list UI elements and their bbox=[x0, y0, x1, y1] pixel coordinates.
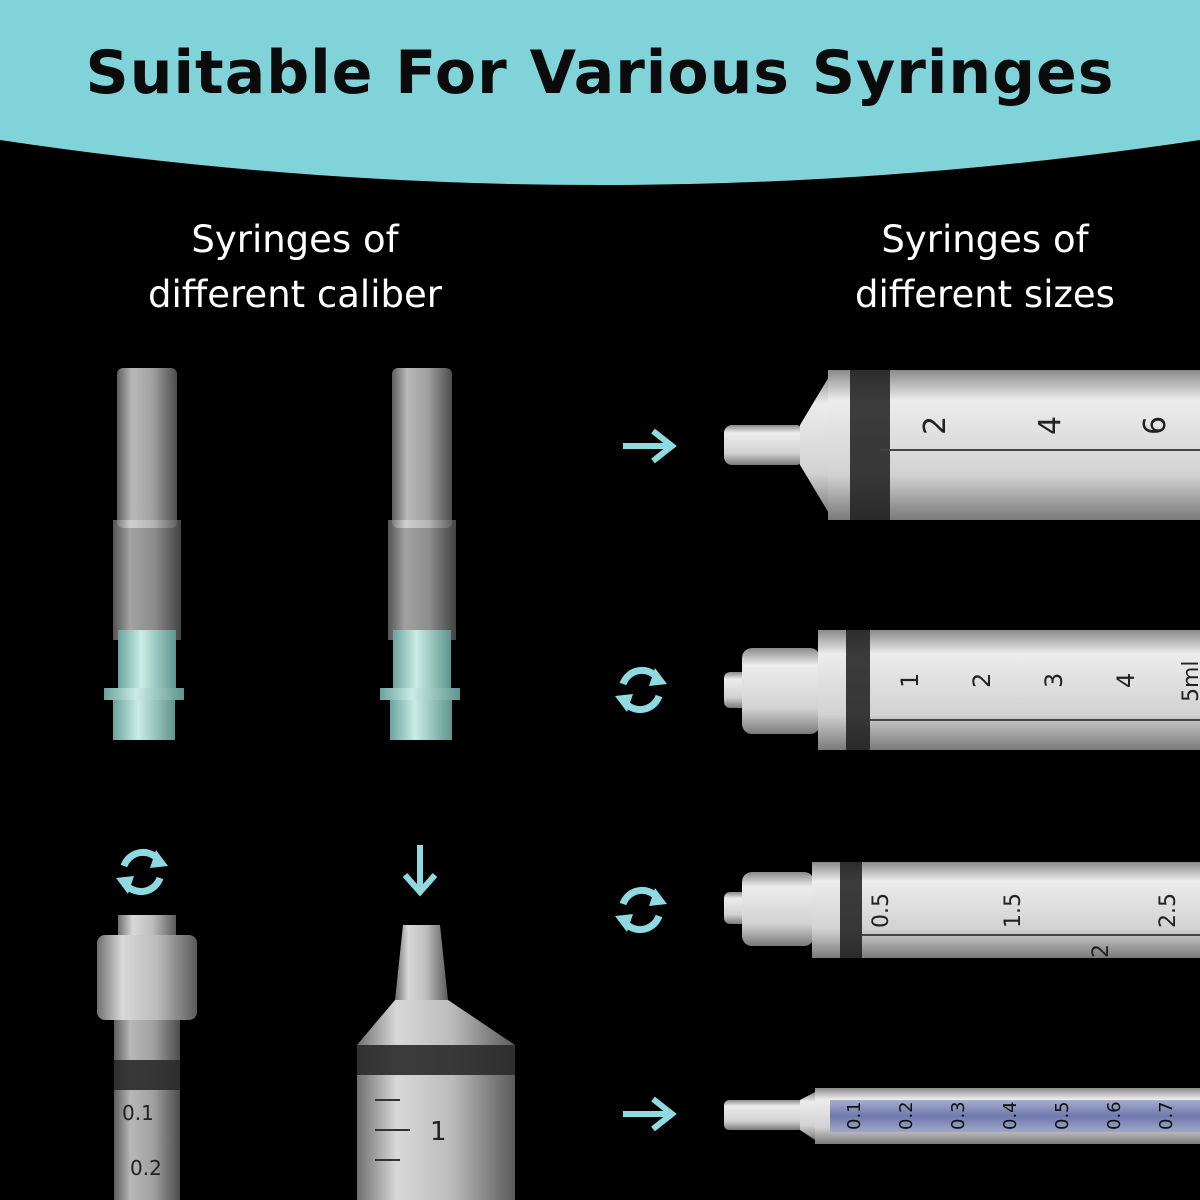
syringe-5ml: 1 2 3 4 5ml bbox=[724, 630, 1200, 750]
scale-label: 1.5 bbox=[1001, 893, 1026, 928]
scale-label: 0.5 bbox=[1052, 1101, 1073, 1130]
left-heading-line1: Syringes of bbox=[191, 218, 399, 261]
scale-label: 0.6 bbox=[1104, 1101, 1125, 1130]
left-heading-line2: different caliber bbox=[148, 273, 442, 316]
luer-lock-syringe-bottom-left: 0.1 0.2 bbox=[97, 915, 197, 1200]
scale-label: 0.1 bbox=[844, 1101, 865, 1130]
arrow-down-icon bbox=[402, 845, 438, 897]
needle-left bbox=[104, 368, 184, 740]
scale-label: 5ml bbox=[1179, 660, 1200, 702]
right-heading-line2: different sizes bbox=[855, 273, 1115, 316]
left-column-heading: Syringes of different caliber bbox=[90, 212, 500, 322]
scale-label: 0.1 bbox=[122, 1101, 154, 1125]
scale-label: 4 bbox=[1112, 673, 1140, 688]
scale-label: 6 bbox=[1138, 416, 1173, 435]
title-banner bbox=[0, 0, 1200, 185]
rotate-icon bbox=[615, 886, 667, 934]
scale-label: 2 bbox=[968, 673, 996, 688]
scale-label: 0.2 bbox=[896, 1101, 917, 1130]
syringe-3ml: 0.5 1.5 2 2.5 bbox=[724, 862, 1200, 958]
scale-label: 2 bbox=[918, 416, 953, 435]
slip-tip-syringe-bottom-middle: 1 bbox=[357, 925, 515, 1200]
right-column-heading: Syringes of different sizes bbox=[780, 212, 1190, 322]
rotate-icon bbox=[116, 848, 168, 896]
scale-label: 0.7 bbox=[1156, 1101, 1177, 1130]
scale-label: 0.4 bbox=[1000, 1101, 1021, 1130]
page-title: Suitable For Various Syringes bbox=[85, 38, 1115, 108]
scale-label: 4 bbox=[1033, 416, 1068, 435]
syringe-10ml: 2 4 6 bbox=[724, 370, 1200, 520]
scale-label: 0.5 bbox=[869, 893, 894, 928]
scale-label: 3 bbox=[1040, 673, 1068, 688]
rotate-icon bbox=[615, 666, 667, 714]
needle-middle bbox=[380, 368, 460, 740]
arrow-right-icon bbox=[623, 428, 677, 464]
scale-label: 1 bbox=[430, 1117, 447, 1147]
right-heading-line1: Syringes of bbox=[881, 218, 1089, 261]
scale-label: 2 bbox=[1089, 944, 1114, 958]
scale-label: 0.3 bbox=[948, 1101, 969, 1130]
syringe-1ml: 0.1 0.2 0.3 0.4 0.5 0.6 0.7 bbox=[724, 1088, 1200, 1144]
arrow-right-icon bbox=[623, 1096, 677, 1132]
scale-label: 2.5 bbox=[1156, 893, 1181, 928]
scale-label: 0.2 bbox=[130, 1156, 162, 1180]
scale-label: 1 bbox=[896, 673, 924, 688]
